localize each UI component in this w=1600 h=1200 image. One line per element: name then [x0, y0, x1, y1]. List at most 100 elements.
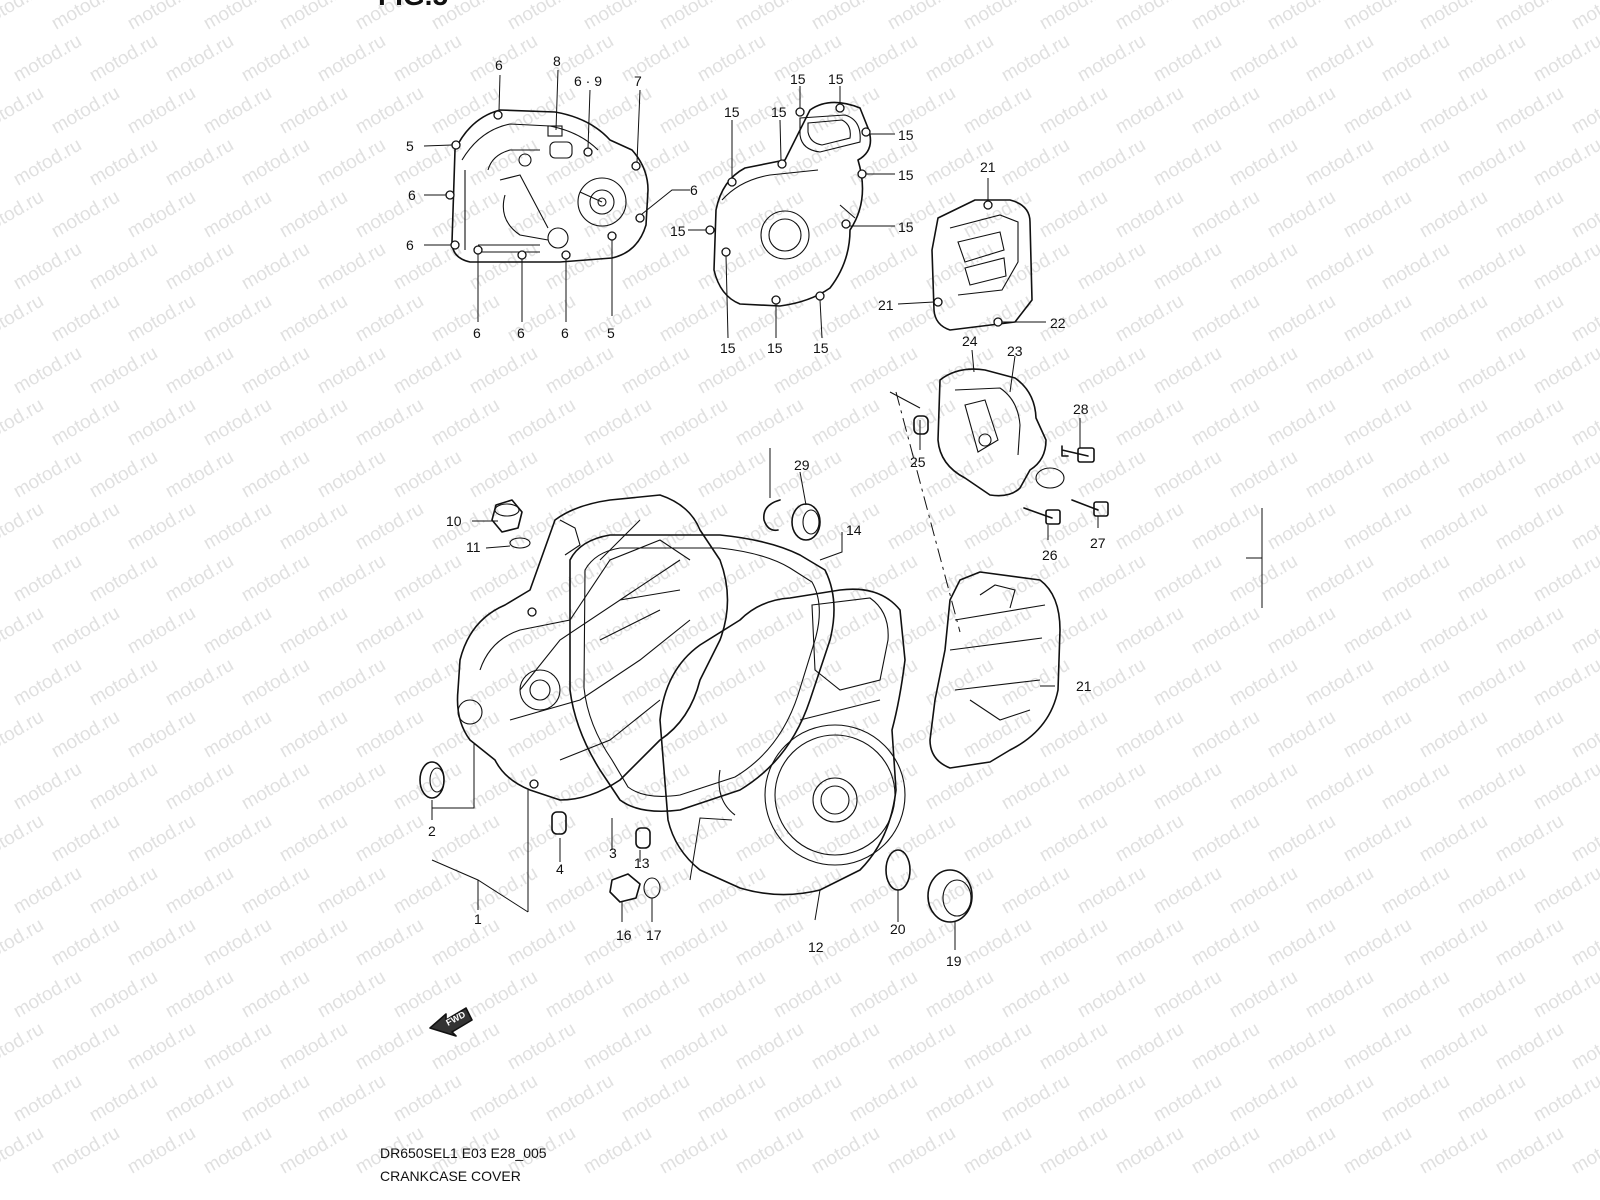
figure-caption: CRANKCASE COVER [380, 1168, 521, 1184]
watermark-text: motod.ru [1492, 0, 1567, 34]
watermark-text: motod.ru [1492, 1019, 1567, 1075]
watermark-text: motod.ru [1112, 395, 1187, 451]
watermark-text: motod.ru [352, 603, 427, 659]
watermark-text: motod.ru [238, 1071, 313, 1127]
watermark-text: motod.ru [10, 31, 85, 87]
watermark-text: motod.ru [124, 1123, 199, 1179]
watermark-text: motod.ru [846, 967, 921, 1023]
watermark-text: motod.ru [1074, 759, 1149, 815]
watermark-text: motod.ru [1074, 1071, 1149, 1127]
watermark-text: motod.ru [504, 395, 579, 451]
watermark-text: motod.ru [86, 135, 161, 191]
callout-10: 10 [446, 513, 462, 529]
watermark-text: motod.ru [1226, 239, 1301, 295]
watermark-text: motod.ru [390, 31, 465, 87]
watermark-text: motod.ru [276, 0, 351, 34]
watermark-text: motod.ru [466, 551, 541, 607]
watermark-text: motod.ru [960, 83, 1035, 139]
watermark-text: motod.ru [1530, 1071, 1600, 1127]
watermark-text: motod.ru [1340, 1123, 1415, 1179]
watermark-text: motod.ru [504, 915, 579, 971]
watermark-text: motod.ru [86, 343, 161, 399]
callout-15: 15 [790, 71, 806, 87]
watermark-text: motod.ru [1416, 395, 1491, 451]
watermark-text: motod.ru [1264, 499, 1339, 555]
callout-6: 6 [408, 187, 416, 203]
callout-6: 6 [690, 182, 698, 198]
watermark-text: motod.ru [884, 0, 959, 34]
watermark-text: motod.ru [1036, 603, 1111, 659]
watermark-text: motod.ru [1150, 135, 1225, 191]
watermark-text: motod.ru [1302, 343, 1377, 399]
watermark-text: motod.ru [276, 1019, 351, 1075]
watermark-text: motod.ru [618, 967, 693, 1023]
callout-1: 1 [474, 911, 482, 927]
watermark-text: motod.ru [1074, 135, 1149, 191]
watermark-text: motod.ru [1302, 655, 1377, 711]
watermark-text: motod.ru [618, 31, 693, 87]
watermark-text: motod.ru [352, 83, 427, 139]
watermark-text: motod.ru [1264, 83, 1339, 139]
watermark-text: motod.ru [1226, 343, 1301, 399]
watermark-text: motod.ru [1492, 395, 1567, 451]
watermark-text: motod.ru [1226, 31, 1301, 87]
callout-24: 25 [910, 454, 926, 470]
callout-6: 6 [495, 57, 503, 73]
watermark-text: motod.ru [1226, 135, 1301, 191]
watermark-text: motod.ru [1416, 1019, 1491, 1075]
watermark-text: motod.ru [86, 759, 161, 815]
watermark-text: motod.ru [732, 187, 807, 243]
watermark-text: motod.ru [428, 811, 503, 867]
watermark-text: motod.ru [580, 603, 655, 659]
watermark-text: motod.ru [1302, 863, 1377, 919]
watermark-text: motod.ru [162, 239, 237, 295]
watermark-text: motod.ru [390, 655, 465, 711]
watermark-text: motod.ru [1302, 759, 1377, 815]
figure-title: FIG.5 [378, 0, 448, 12]
watermark-text: motod.ru [238, 239, 313, 295]
watermark-text: motod.ru [124, 395, 199, 451]
callout-11: 11 [466, 539, 481, 555]
watermark-text: motod.ru [1226, 967, 1301, 1023]
watermark-text: motod.ru [656, 0, 731, 34]
watermark-text: motod.ru [694, 863, 769, 919]
watermark-text: motod.ru [694, 655, 769, 711]
watermark-text: motod.ru [0, 811, 47, 867]
watermark-text: motod.ru [1264, 811, 1339, 867]
watermark-text: motod.ru [428, 395, 503, 451]
watermark-text: motod.ru [428, 291, 503, 347]
watermark-text: motod.ru [1074, 863, 1149, 919]
callout-20: 21 [1076, 678, 1092, 694]
watermark-text: motod.ru [10, 1071, 85, 1127]
watermark-text: motod.ru [1530, 551, 1600, 607]
watermark-text: motod.ru [960, 1123, 1035, 1179]
watermark-text: motod.ru [124, 811, 199, 867]
watermark-text: motod.ru [10, 551, 85, 607]
watermark-text: motod.ru [10, 343, 85, 399]
watermark-text: motod.ru [618, 343, 693, 399]
watermark-text: motod.ru [998, 1071, 1073, 1127]
watermark-text: motod.ru [48, 499, 123, 555]
watermark-text: motod.ru [1530, 655, 1600, 711]
watermark-text: motod.ru [1302, 135, 1377, 191]
callout-21: 21 [878, 297, 894, 313]
watermark-text: motod.ru [1340, 0, 1415, 34]
watermark-text: motod.ru [542, 447, 617, 503]
watermark-text: motod.ru [1226, 863, 1301, 919]
watermark-text: motod.ru [504, 707, 579, 763]
callout-21: 22 [1050, 315, 1066, 331]
watermark-text: motod.ru [1416, 291, 1491, 347]
watermark-text: motod.ru [960, 915, 1035, 971]
watermark-text: motod.ru [1226, 447, 1301, 503]
watermark-text: motod.ru [960, 707, 1035, 763]
watermark-text: motod.ru [1226, 551, 1301, 607]
watermark-text: motod.ru [1036, 915, 1111, 971]
watermark-text: motod.ru [200, 0, 275, 34]
watermark-text: motod.ru [1568, 707, 1600, 763]
watermark-text: motod.ru [1226, 1071, 1301, 1127]
watermark-text: motod.ru [352, 1019, 427, 1075]
watermark-text: motod.ru [1302, 239, 1377, 295]
watermark-text: motod.ru [0, 187, 47, 243]
callout-17: 17 [646, 927, 662, 943]
